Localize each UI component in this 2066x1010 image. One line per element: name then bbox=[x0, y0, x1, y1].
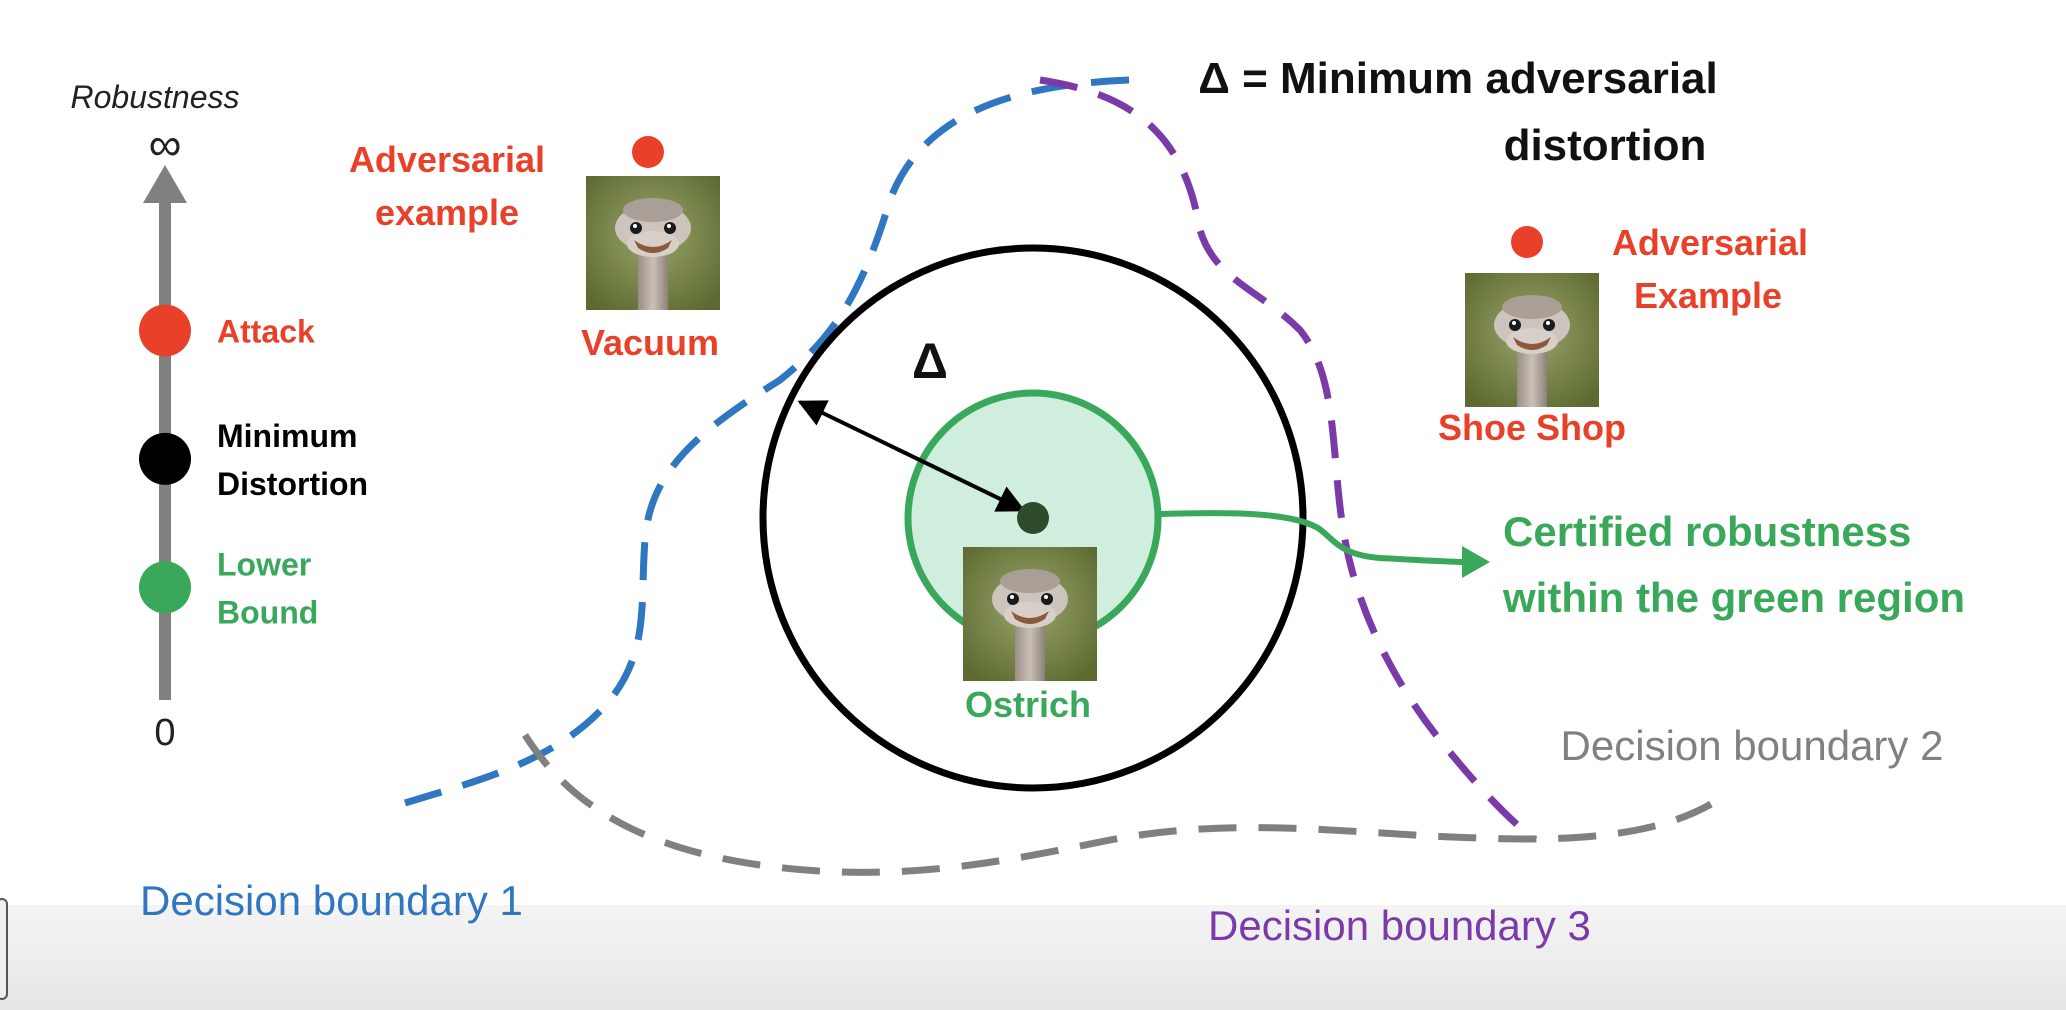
decision-boundary-3-line bbox=[1039, 76, 1538, 843]
delta-arrow bbox=[797, 400, 1026, 512]
left-adversarial-dot bbox=[632, 136, 664, 168]
title-line-1: Δ = Minimum adversarial bbox=[1198, 54, 1718, 103]
axis-zero-label: 0 bbox=[154, 712, 175, 754]
vacuum-label: Vacuum bbox=[581, 322, 719, 363]
right-example-heading-2: Example bbox=[1634, 275, 1782, 316]
ostrich-label: Ostrich bbox=[965, 684, 1091, 725]
title-line-2: distortion bbox=[1504, 121, 1707, 170]
right-adversarial-dot bbox=[1511, 226, 1543, 258]
minimum-distortion-circle bbox=[759, 244, 1307, 792]
robustness-axis: Robustness ∞ 0 AttackMinimumDistortionLo… bbox=[71, 79, 369, 754]
decision-boundary-2-label: Decision boundary 2 bbox=[1561, 722, 1944, 769]
decision-boundary-3-label: Decision boundary 3 bbox=[1208, 902, 1591, 949]
minimum-distortion-label-1: Minimum bbox=[217, 418, 357, 454]
bottom-bar bbox=[0, 905, 2066, 1010]
minimum-distortion-label-2: Distortion bbox=[217, 466, 368, 502]
right-example-heading-1: Adversarial bbox=[1612, 222, 1808, 263]
axis-title: Robustness bbox=[71, 79, 240, 115]
arrow-head-icon bbox=[1462, 546, 1490, 578]
shoe-shop-label: Shoe Shop bbox=[1438, 407, 1626, 448]
axis-arrow-icon bbox=[143, 165, 187, 203]
certified-text-line-2: within the green region bbox=[1502, 574, 1965, 621]
decision-boundary-1-line bbox=[403, 76, 1131, 807]
decision-boundary-2-line bbox=[522, 733, 1728, 876]
lower-bound-label-1: Lower bbox=[217, 546, 311, 582]
lower-bound-marker bbox=[139, 561, 191, 614]
delta-symbol: Δ bbox=[912, 333, 948, 389]
left-example-heading-2: example bbox=[375, 192, 519, 233]
minimum-distortion-marker bbox=[139, 432, 191, 485]
left-example-heading-1: Adversarial bbox=[349, 139, 545, 180]
certified-connector-line bbox=[1159, 510, 1471, 565]
certified-text-line-1: Certified robustness bbox=[1503, 508, 1911, 555]
decision-boundary-1-label: Decision boundary 1 bbox=[140, 877, 523, 924]
attack-label-1: Attack bbox=[217, 314, 315, 350]
axis-infinity-label: ∞ bbox=[149, 118, 182, 170]
lower-bound-label-2: Bound bbox=[217, 594, 318, 630]
original-input-dot bbox=[1017, 502, 1049, 534]
corner-tab bbox=[0, 898, 8, 1000]
attack-marker bbox=[139, 304, 191, 357]
